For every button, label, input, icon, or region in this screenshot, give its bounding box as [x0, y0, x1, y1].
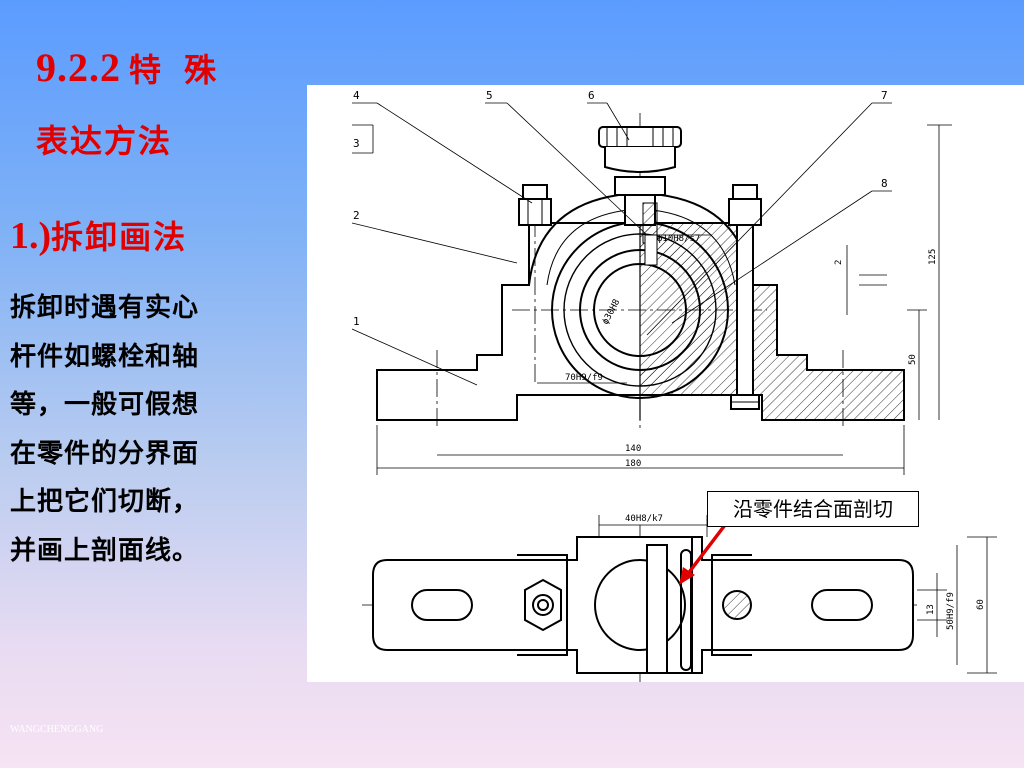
dim-fit-top: ϕ10H8/s7 — [657, 234, 700, 244]
callout-arrow — [679, 523, 727, 585]
plan-dimensions — [598, 515, 997, 674]
part-number-1: 1 — [353, 315, 360, 328]
body-line: 杆件如螺栓和轴 — [10, 341, 200, 372]
body-paragraph: 拆卸时遇有实心 杆件如螺栓和轴 等，一般可假想 在零件的分界面 上把它们切断， … — [10, 284, 300, 575]
dim-width-140: 140 — [625, 444, 641, 454]
dim-fit-plan: 40H8/k7 — [625, 514, 663, 524]
dim-plan-13: 13 — [926, 604, 936, 615]
part-number-3: 3 — [353, 137, 360, 150]
callout-label: 沿零件结合面剖切 — [707, 491, 919, 527]
leader-lines — [351, 102, 892, 386]
part-number-4: 4 — [353, 89, 360, 102]
technical-drawing: 4 3 2 1 5 6 7 8 ϕ10H8/s7 ϕ30H8 70H9/f9 1… — [351, 89, 997, 682]
subheading-number: 1.) — [10, 215, 52, 257]
dim-bore: ϕ30H8 — [601, 298, 623, 327]
front-dimensions — [376, 124, 952, 475]
section-number: 9.2.2 — [36, 45, 121, 90]
watermark: WANGCHENGGANG — [10, 724, 104, 735]
dim-plan-60: 60 — [976, 599, 986, 610]
dim-height-125: 125 — [928, 249, 938, 265]
bearing-drawing: 4 3 2 1 5 6 7 8 ϕ10H8/s7 ϕ30H8 70H9/f9 1… — [307, 85, 1024, 682]
body-line: 等，一般可假想 — [10, 390, 200, 420]
plan-view — [362, 525, 917, 682]
front-view — [376, 113, 905, 430]
body-line: 在零件的分界面 — [10, 438, 200, 469]
part-number-5: 5 — [486, 89, 493, 102]
section-title-line2: 表达方法 — [36, 122, 173, 160]
body-line: 拆卸时遇有实心 — [10, 293, 200, 323]
body-line: 上把它们切断， — [10, 487, 200, 517]
dim-height-50: 50 — [908, 354, 918, 365]
subheading-text: 拆卸画法 — [51, 218, 188, 256]
dim-plan-50: 50H9/f9 — [946, 592, 956, 630]
dim-fit-base: 70H9/f9 — [565, 373, 603, 383]
part-number-2: 2 — [353, 209, 360, 222]
body-line: 并画上剖面线。 — [10, 535, 200, 566]
subheading: 1.)拆卸画法 — [10, 212, 187, 258]
part-number-6: 6 — [588, 89, 595, 102]
dim-width-180: 180 — [625, 459, 641, 469]
dim-gap-2: 2 — [834, 260, 844, 265]
part-number-8: 8 — [881, 177, 888, 190]
section-title-line1: 特 殊 — [129, 51, 223, 89]
part-number-7: 7 — [881, 89, 888, 102]
